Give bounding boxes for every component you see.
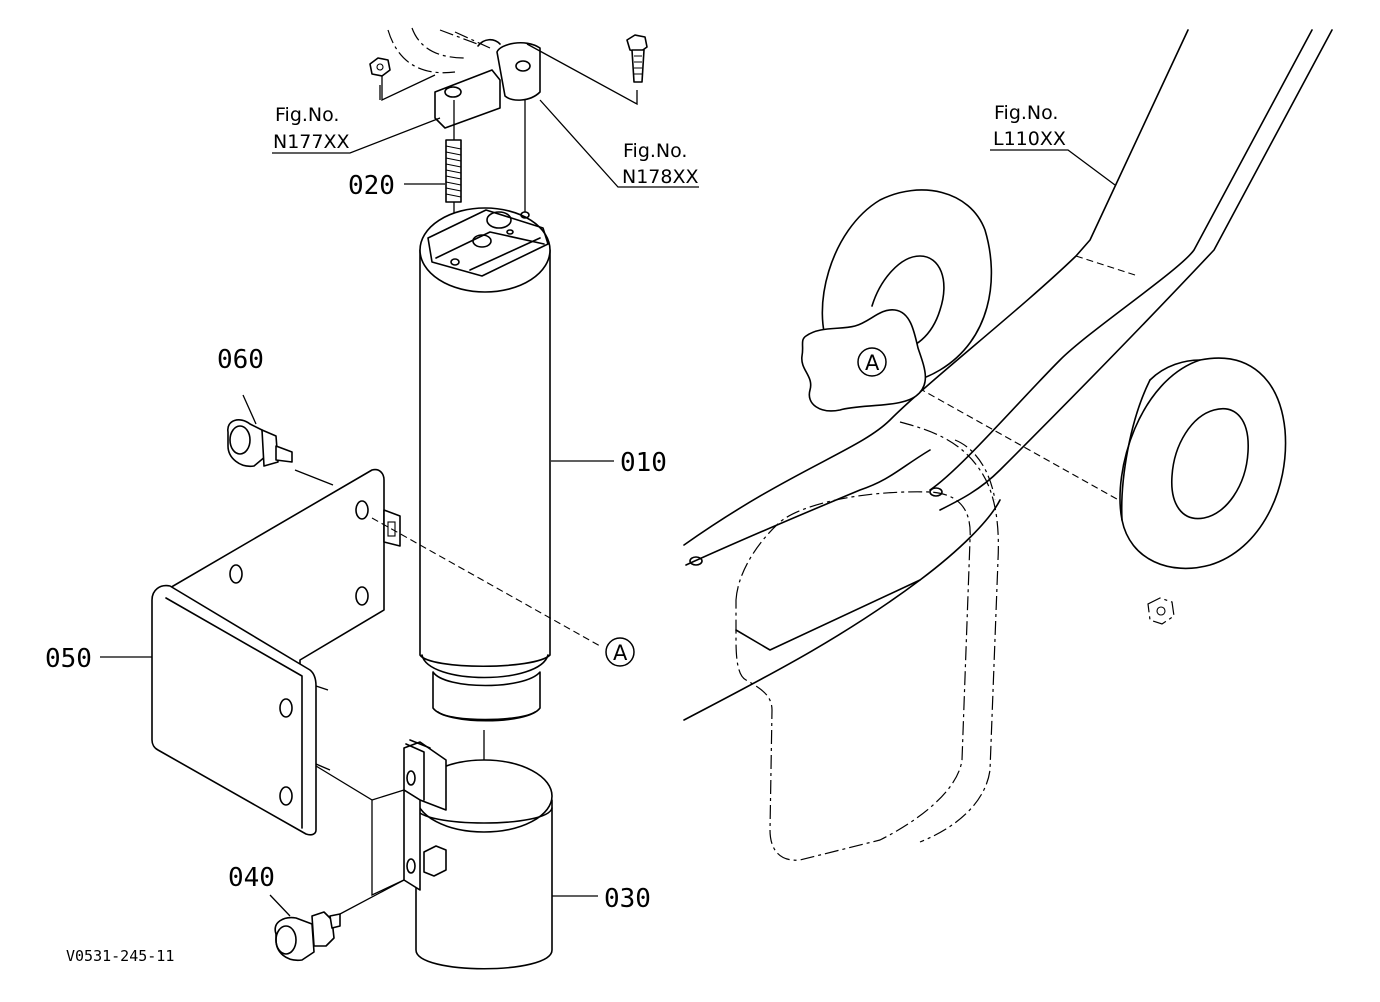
reference-mark-a-right: A: [857, 347, 887, 377]
disc-upper: [801, 189, 993, 412]
reference-mark-a-left: A: [605, 637, 635, 667]
label-060: 060: [217, 345, 264, 375]
receiver-drier-010: 010: [419, 207, 667, 792]
reference-mark-a-left-text: A: [613, 641, 628, 665]
figure-ref-l110-title: Fig.No.: [994, 102, 1058, 124]
figure-ref-l110-code: L110XX: [993, 128, 1066, 150]
figure-ref-n178-code: N178XX: [622, 166, 699, 188]
figure-ref-n177-code: N177XX: [273, 131, 350, 153]
bracket-050: 050: [45, 468, 601, 836]
figure-ref-l110: Fig.No. L110XX: [990, 102, 1116, 186]
figure-ref-n178-title: Fig.No.: [623, 140, 687, 162]
stud-020: 020: [348, 139, 462, 203]
label-040: 040: [228, 863, 275, 893]
disc-lower: [1119, 357, 1287, 570]
clamp-band-030: 030: [315, 739, 651, 970]
label-010: 010: [620, 448, 667, 478]
upper-fittings: [369, 27, 648, 260]
drawing-code: V0531-245-11: [66, 947, 174, 965]
label-020: 020: [348, 171, 395, 201]
figure-ref-n177-title: Fig.No.: [275, 104, 339, 126]
label-050: 050: [45, 644, 92, 674]
label-030: 030: [604, 884, 651, 914]
figure-ref-n177: Fig.No. N177XX: [272, 104, 441, 154]
figure-ref-n178: Fig.No. N178XX: [539, 99, 699, 188]
bolt-040: 040: [228, 863, 405, 962]
reference-mark-a-right-text: A: [865, 351, 880, 375]
bolt-060: 060: [217, 345, 334, 486]
